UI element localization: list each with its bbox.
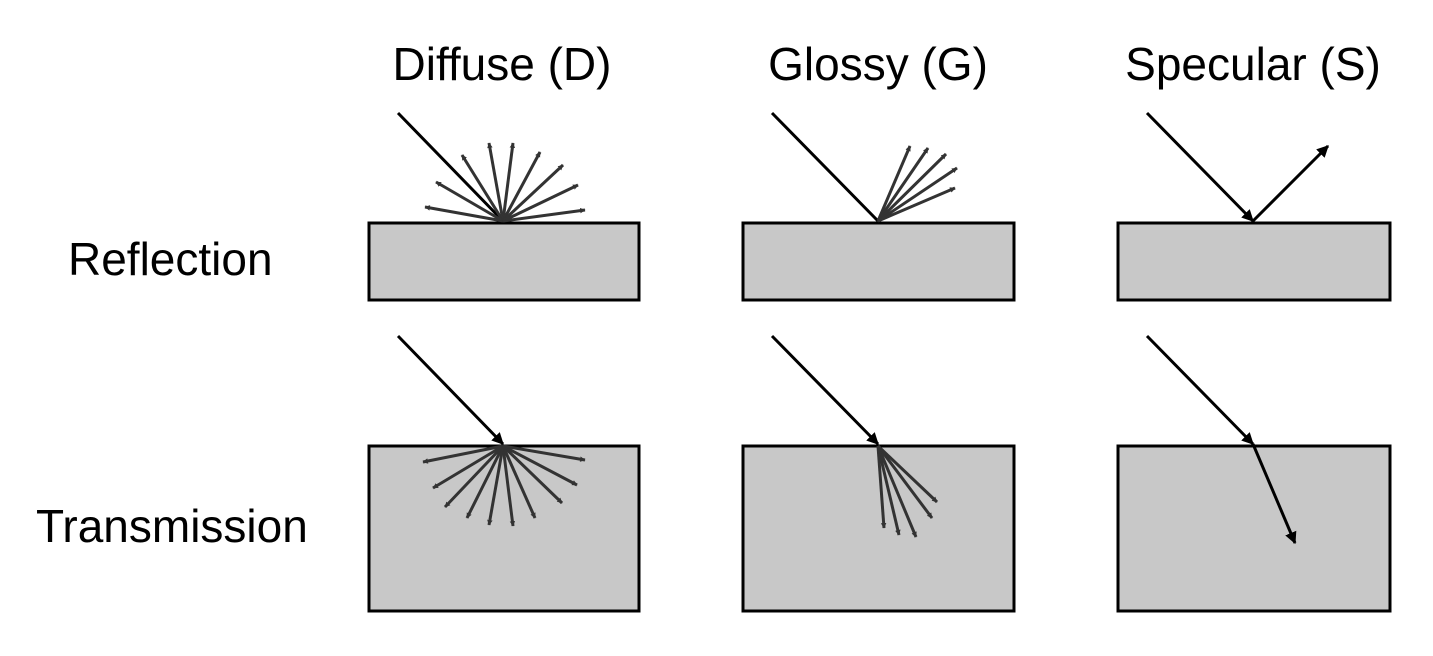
diffuse-transmitted-ray-5	[487, 445, 505, 526]
surface-diffuse-transmission	[367, 444, 641, 613]
diffuse-reflected-ray-2	[435, 180, 504, 223]
diffuse-reflected-ray-6	[501, 151, 542, 222]
glossy-reflected-ray-4	[877, 166, 958, 223]
surface-specular-transmission	[1116, 444, 1392, 613]
glossy-transmitted-ray-4	[876, 445, 934, 519]
column-label-specular: Specular (S)	[1125, 38, 1381, 90]
surface-specular-reflection	[1116, 221, 1392, 302]
diffuse-reflected-ray-9	[502, 207, 586, 223]
incident-ray-diffuse-reflection	[396, 111, 505, 223]
diffuse-transmitted-ray-3	[443, 444, 505, 509]
specular-reflected-ray	[1251, 144, 1330, 223]
glossy-reflected-ray-1	[876, 145, 912, 222]
specular-transmitted-ray	[1251, 443, 1297, 545]
diffuse-transmitted-ray-4	[465, 445, 505, 519]
row-label-transmission: Transmission	[36, 500, 308, 552]
incident-ray-specular-transmission	[1145, 334, 1255, 446]
surface-glossy-transmission	[741, 444, 1016, 613]
glossy-reflected-ray-5	[877, 186, 956, 223]
incident-ray-diffuse-transmission	[396, 334, 505, 446]
diffuse-transmitted-ray-10	[502, 444, 586, 462]
glossy-transmitted-ray-3	[876, 445, 918, 538]
diffuse-transmitted-ray-7	[501, 445, 537, 519]
row-label-reflection: Reflection	[68, 233, 273, 285]
diffuse-transmission-rays	[422, 444, 586, 527]
diffuse-transmitted-ray-8	[501, 444, 564, 505]
diffuse-reflected-ray-7	[501, 163, 565, 223]
diffuse-reflected-ray-5	[501, 142, 516, 222]
column-label-glossy: Glossy (G)	[768, 38, 988, 90]
incident-ray-glossy-transmission	[770, 334, 880, 446]
incident-ray-specular-reflection	[1145, 111, 1255, 223]
glossy-reflected-ray-3	[876, 152, 948, 223]
diffuse-transmitted-ray-9	[502, 444, 578, 487]
surface-glossy-reflection	[741, 221, 1016, 302]
diffuse-reflection-rays	[424, 142, 586, 223]
glossy-transmitted-ray-1	[876, 445, 887, 529]
diffuse-reflected-ray-3	[460, 154, 505, 222]
glossy-reflected-ray-2	[876, 147, 930, 222]
surface-diffuse-reflection	[367, 221, 641, 302]
glossy-transmitted-ray-2	[876, 445, 901, 536]
diffuse-transmitted-ray-6	[501, 445, 516, 527]
diffuse-transmitted-ray-1	[422, 444, 504, 464]
diffuse-reflected-ray-4	[487, 142, 505, 222]
diffuse-transmitted-ray-2	[432, 444, 504, 490]
glossy-transmission-rays	[876, 444, 939, 538]
glossy-reflection-rays	[876, 145, 958, 223]
diffuse-reflected-ray-1	[424, 205, 504, 223]
incident-ray-glossy-reflection	[770, 111, 880, 223]
diffuse-reflected-ray-8	[502, 183, 579, 223]
column-label-diffuse: Diffuse (D)	[393, 38, 612, 90]
glossy-transmitted-ray-5	[876, 444, 939, 504]
